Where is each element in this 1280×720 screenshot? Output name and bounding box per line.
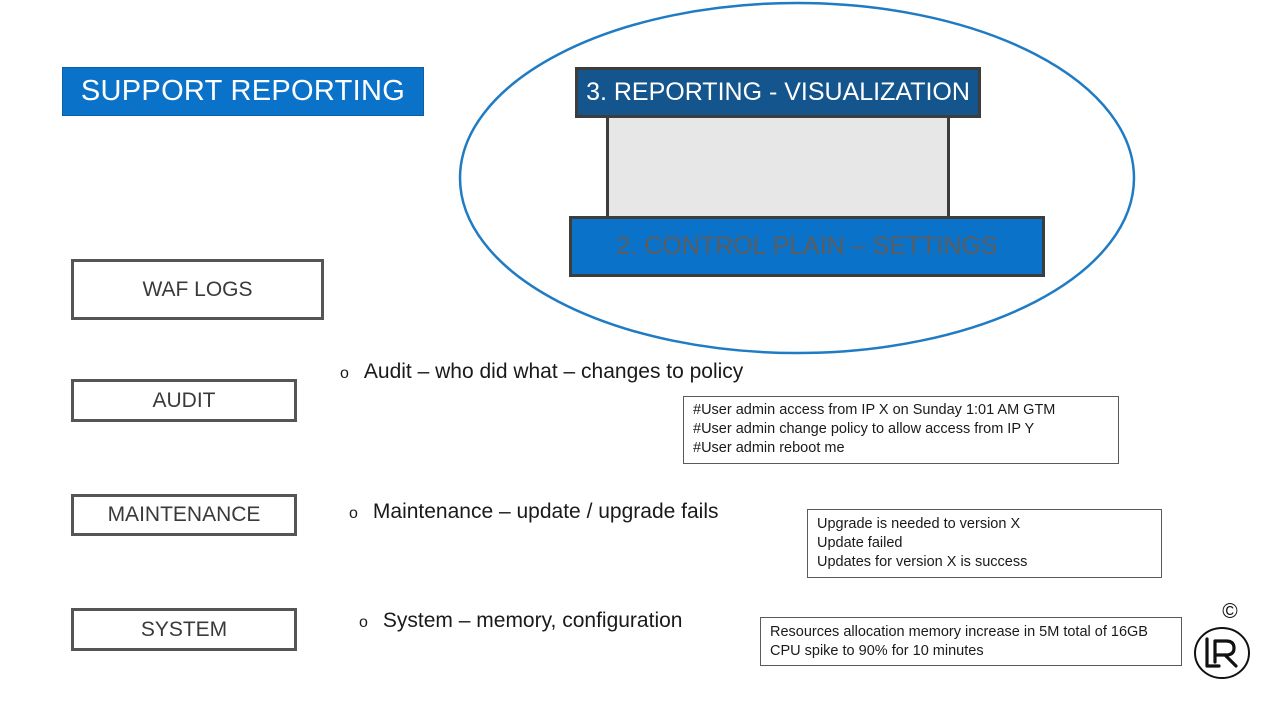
maintenance-box: MAINTENANCE bbox=[71, 494, 297, 536]
maintenance-bullet-text: Maintenance – update / upgrade fails bbox=[372, 500, 719, 523]
bullet-marker: o bbox=[349, 505, 358, 522]
copyright-symbol: © bbox=[1222, 600, 1238, 623]
log-line: CPU spike to 90% for 10 minutes bbox=[770, 643, 984, 659]
bullet-marker: o bbox=[359, 614, 368, 631]
log-line: Upgrade is needed to version X bbox=[817, 516, 1021, 532]
log-line: Update failed bbox=[817, 535, 903, 551]
audit-log-box: #User admin access from IP X on Sunday 1… bbox=[683, 396, 1119, 464]
log-line: #User admin reboot me bbox=[693, 440, 845, 456]
waf-logs-box: WAF LOGS bbox=[71, 259, 324, 320]
page-title: SUPPORT REPORTING bbox=[62, 67, 424, 116]
stack-middle-block bbox=[606, 116, 950, 218]
maintenance-bullet: o Maintenance – update / upgrade fails bbox=[349, 500, 718, 524]
system-bullet: o System – memory, configuration bbox=[359, 609, 682, 633]
log-line: #User admin access from IP X on Sunday 1… bbox=[693, 402, 1056, 418]
control-plain-settings-layer: 2. CONTROL PLAIN – SETTINGS bbox=[569, 216, 1045, 277]
audit-bullet-text: Audit – who did what – changes to policy bbox=[363, 360, 744, 383]
audit-bullet: o Audit – who did what – changes to poli… bbox=[340, 360, 743, 384]
reporting-visualization-layer: 3. REPORTING - VISUALIZATION bbox=[575, 67, 981, 118]
audit-box: AUDIT bbox=[71, 379, 297, 422]
log-line: Resources allocation memory increase in … bbox=[770, 624, 1148, 640]
bullet-marker: o bbox=[340, 365, 349, 382]
lr-logo-icon bbox=[1194, 627, 1250, 679]
system-box: SYSTEM bbox=[71, 608, 297, 651]
system-bullet-text: System – memory, configuration bbox=[382, 609, 683, 632]
log-line: #User admin change policy to allow acces… bbox=[693, 421, 1035, 437]
log-line: Updates for version X is success bbox=[817, 554, 1028, 570]
system-log-box: Resources allocation memory increase in … bbox=[760, 617, 1182, 666]
highlight-ellipse bbox=[458, 1, 1136, 355]
maintenance-log-box: Upgrade is needed to version X Update fa… bbox=[807, 509, 1162, 578]
